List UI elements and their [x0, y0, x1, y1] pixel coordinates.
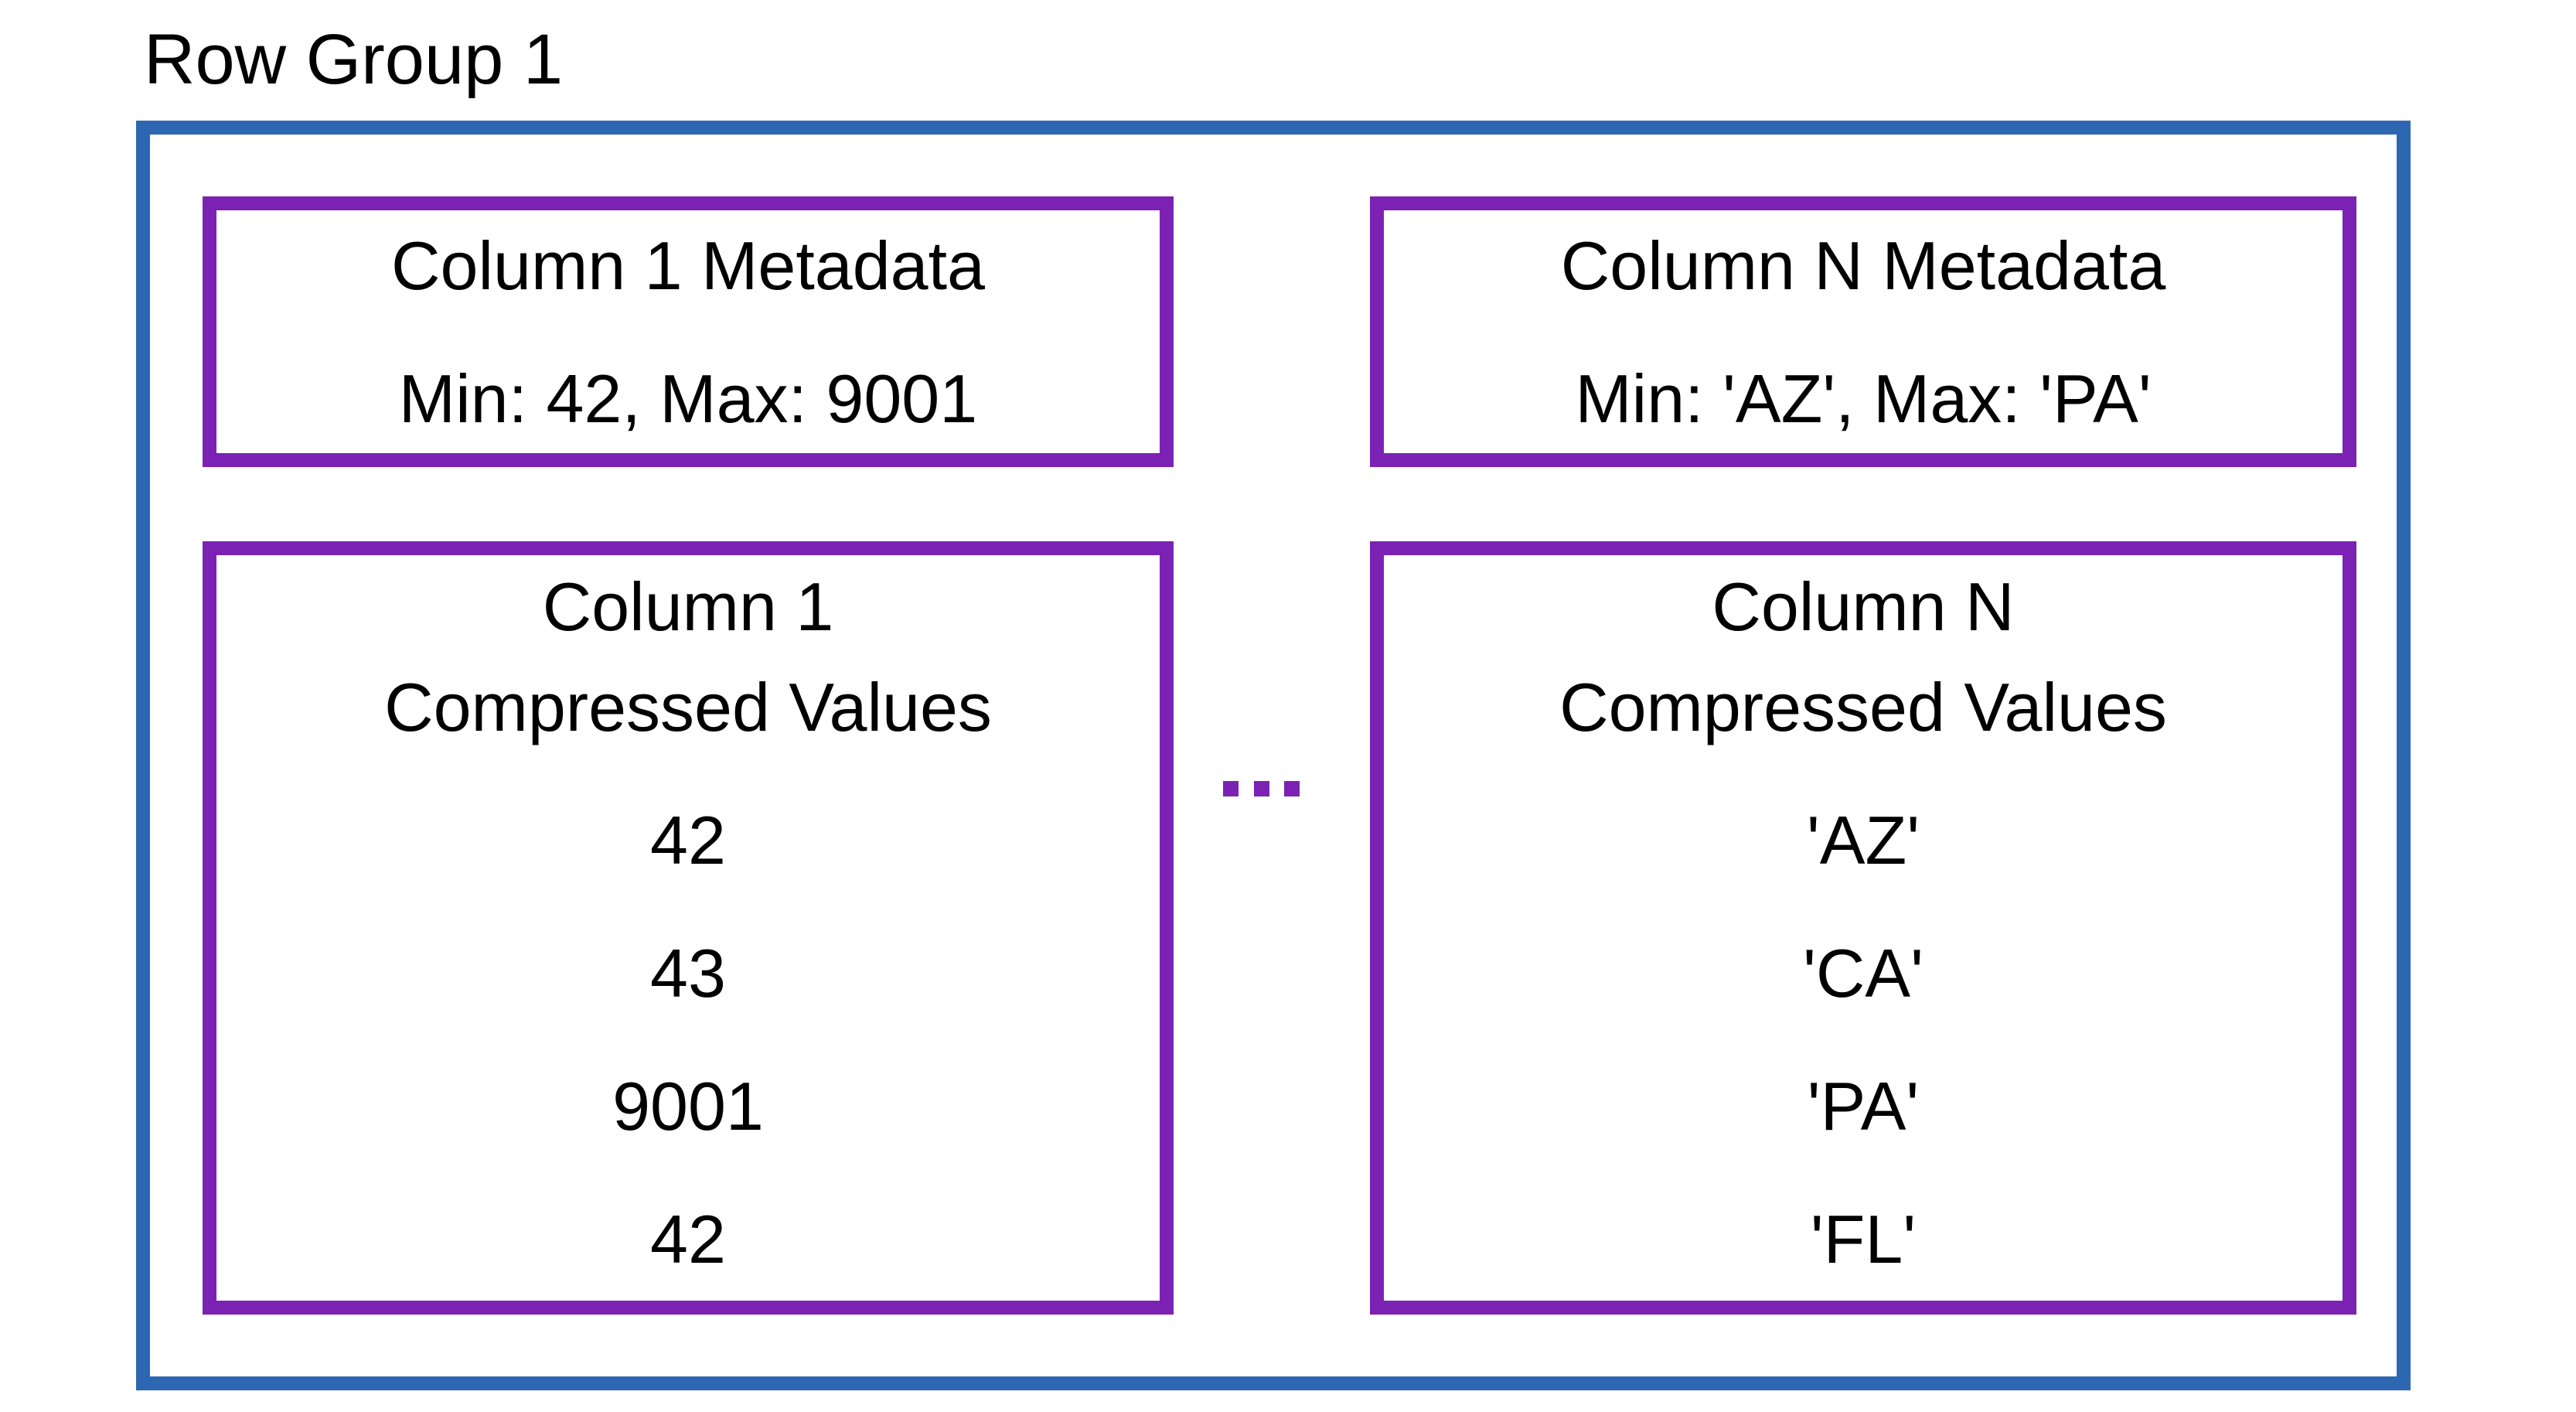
value-cell: 'AZ' — [1806, 802, 1920, 878]
column-1-values-title: Column 1 — [542, 568, 834, 645]
column-n-values-title: Column N — [1712, 568, 2015, 645]
column-n-metadata-title: Column N Metadata — [1560, 227, 2166, 304]
value-cell: 43 — [650, 935, 726, 1011]
value-cell: 42 — [650, 1201, 726, 1277]
ellipsis-dot — [1223, 781, 1239, 796]
value-cell: 42 — [650, 802, 726, 878]
row-group-box — [136, 121, 2411, 1390]
column-1-values-subtitle: Compressed Values — [384, 669, 992, 745]
value-cell: 'CA' — [1803, 935, 1923, 1011]
column-1-metadata-box: Column 1 Metadata Min: 42, Max: 9001 — [203, 196, 1174, 467]
column-1-metadata-stats: Min: 42, Max: 9001 — [398, 360, 978, 437]
row-group-title: Row Group 1 — [144, 20, 564, 99]
column-n-metadata-stats: Min: 'AZ', Max: 'PA' — [1575, 360, 2152, 437]
column-n-values-subtitle: Compressed Values — [1559, 669, 2167, 745]
column-1-metadata-title: Column 1 Metadata — [391, 227, 985, 304]
value-cell: 'PA' — [1807, 1068, 1920, 1144]
column-n-values-box: Column N Compressed Values 'AZ' 'CA' 'PA… — [1370, 541, 2356, 1315]
column-1-values-box: Column 1 Compressed Values 42 43 9001 42 — [203, 541, 1174, 1315]
column-n-metadata-box: Column N Metadata Min: 'AZ', Max: 'PA' — [1370, 196, 2356, 467]
value-cell: 'FL' — [1810, 1201, 1917, 1277]
ellipsis-dot — [1284, 781, 1300, 796]
ellipsis-dot — [1254, 781, 1269, 796]
ellipsis-icon — [1223, 781, 1300, 796]
value-cell: 9001 — [612, 1068, 764, 1144]
